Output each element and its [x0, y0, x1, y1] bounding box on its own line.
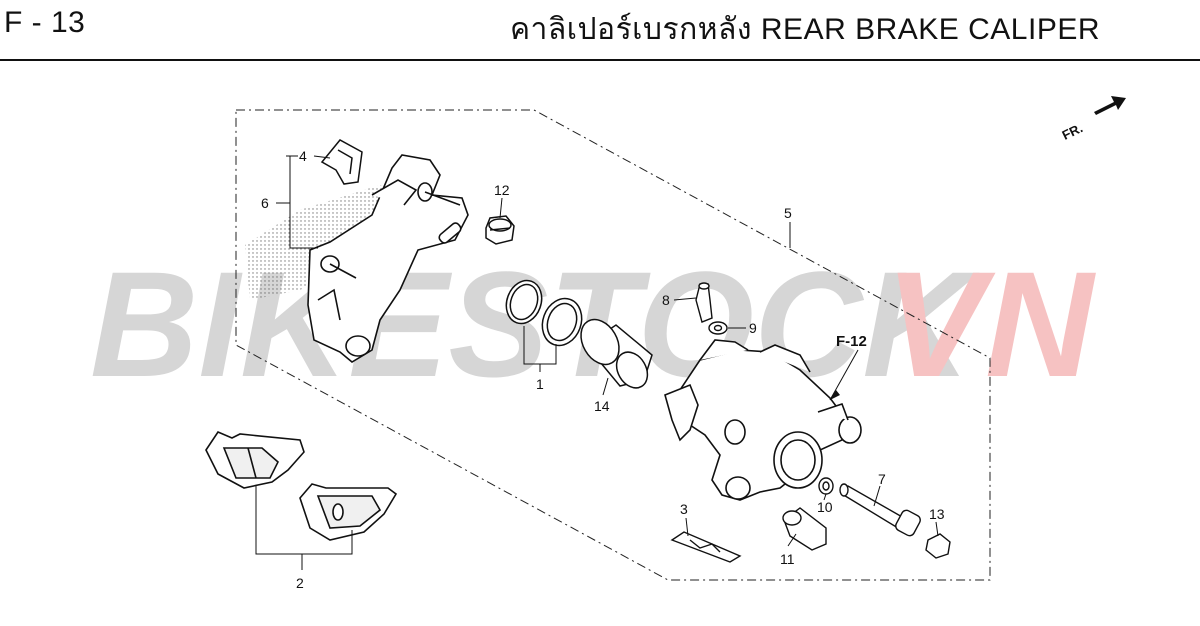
bleeder-washer — [708, 321, 728, 335]
callout-4: 4 — [299, 148, 307, 164]
brake-pads — [205, 431, 398, 541]
diagram-title: คาลิเปอร์เบรกหลัง REAR BRAKE CALIPER — [509, 13, 1100, 46]
pad-retainer — [670, 531, 742, 563]
header-divider — [0, 59, 1200, 61]
bleeder-screw — [695, 282, 713, 323]
front-marker-label: FR. — [1060, 120, 1085, 143]
watermark-suffix: VN — [885, 240, 1096, 408]
front-arrow-icon — [1094, 96, 1126, 115]
diagram-code: F - 13 — [4, 6, 86, 39]
watermark-brand: BIKESTOCK — [90, 240, 980, 408]
pad-spring — [320, 139, 363, 185]
slide-pin — [839, 483, 921, 537]
callout-10: 10 — [817, 499, 833, 515]
leader-lines — [255, 155, 939, 570]
reference-arrow: F-12 — [829, 333, 867, 401]
callout-7: 7 — [878, 471, 886, 487]
callout-12: 12 — [494, 182, 510, 198]
assembly-boundary — [235, 109, 991, 581]
pin-plug — [925, 533, 951, 559]
callout-1: 1 — [536, 376, 544, 392]
front-direction-marker: FR. — [1060, 96, 1126, 143]
reference-label: F-12 — [836, 333, 867, 350]
bleeder-cap — [485, 215, 515, 245]
watermark: BIKESTOCK VN — [90, 240, 1096, 408]
caliper-piston — [580, 318, 653, 389]
callout-6: 6 — [261, 195, 269, 211]
callout-3: 3 — [680, 501, 688, 517]
caliper-body — [664, 339, 862, 501]
pin-bolt-boot — [782, 507, 827, 551]
piston-seals — [505, 279, 583, 347]
callout-9: 9 — [749, 320, 757, 336]
callout-5: 5 — [784, 205, 792, 221]
callout-labels: 1 2 3 4 5 6 7 8 9 10 11 12 13 14 — [261, 148, 945, 591]
callout-13: 13 — [929, 506, 945, 522]
callout-11: 11 — [780, 551, 795, 567]
callout-2: 2 — [296, 575, 304, 591]
caliper-bracket — [307, 154, 469, 363]
callout-14: 14 — [594, 398, 610, 414]
pin-washer — [818, 477, 834, 495]
callout-8: 8 — [662, 292, 670, 308]
